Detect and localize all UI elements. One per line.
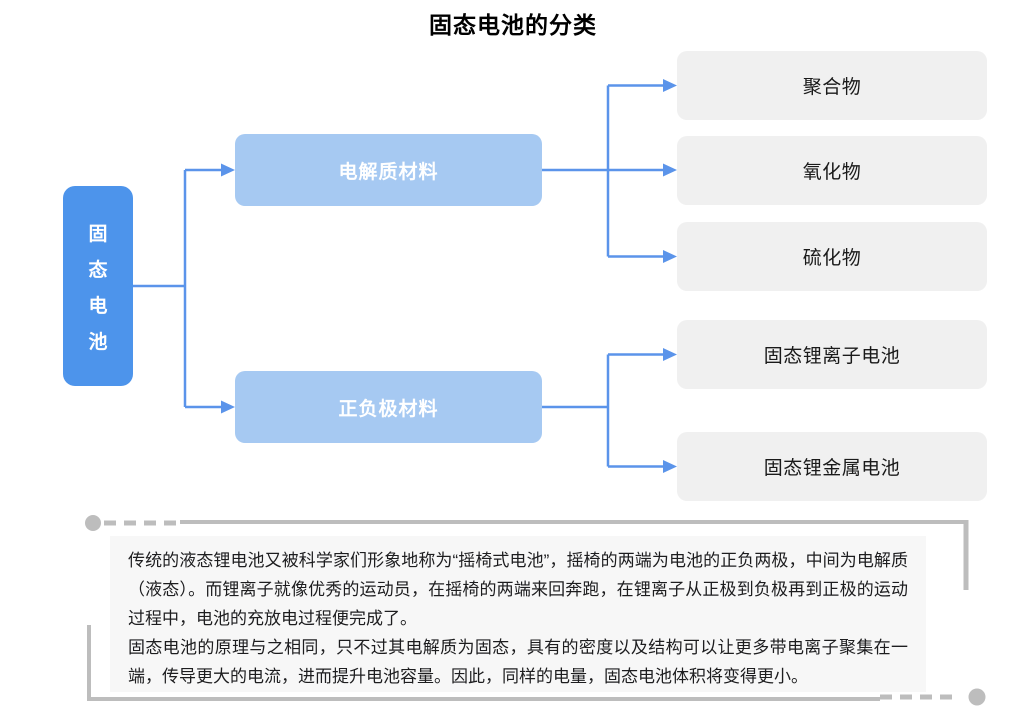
node-oxide: 氧化物 (677, 136, 987, 205)
node-solid-state-li-metal-battery: 固态锂金属电池 (677, 432, 987, 501)
page-title: 固态电池的分类 (429, 12, 597, 38)
arrow-icon-sulfide (663, 250, 677, 263)
leaf-label: 氧化物 (802, 162, 862, 183)
root-char: 池 (88, 331, 108, 353)
arrow-icon-limetal (663, 460, 677, 473)
node-sulfide: 硫化物 (677, 222, 987, 291)
node-solid-state-li-ion-battery: 固态锂离子电池 (677, 320, 987, 389)
arrow-icon-electrode (221, 400, 235, 414)
root-char: 固 (88, 223, 108, 245)
leaf-label: 硫化物 (802, 248, 862, 269)
arrow-icon-electrolyte (221, 163, 235, 177)
leaf-label: 固态锂离子电池 (763, 346, 901, 367)
root-char: 电 (88, 295, 108, 317)
node-electrolyte-materials: 电解质材料 (235, 134, 542, 206)
node-solid-state-battery: 固 态 电 池 (63, 186, 133, 386)
arrow-icon-liion (663, 348, 677, 361)
node-electrode-materials: 正负极材料 (235, 371, 542, 443)
decor-dot-bottom-right (968, 688, 986, 706)
node-polymer: 聚合物 (677, 51, 987, 120)
note-paragraph: 固态电池的原理与之相同，只不过其电解质为固态，具有的密度以及结构可以让更多带电离… (128, 638, 908, 686)
note-paragraph: 传统的液态锂电池又被科学家们形象地称为“摇椅式电池”，摇椅的两端为电池的正负两极… (128, 551, 908, 628)
note-panel: 传统的液态锂电池又被科学家们形象地称为“摇椅式电池”，摇椅的两端为电池的正负两极… (110, 536, 926, 692)
leaf-label: 固态锂金属电池 (763, 458, 901, 479)
branch-label: 电解质材料 (338, 161, 439, 183)
root-char: 态 (88, 259, 108, 281)
arrow-icon-oxide (663, 163, 677, 177)
decor-dot-top-left (85, 515, 101, 531)
arrow-icon-polymer (663, 79, 677, 92)
leaf-label: 聚合物 (802, 77, 862, 98)
branch-label: 正负极材料 (338, 398, 439, 420)
